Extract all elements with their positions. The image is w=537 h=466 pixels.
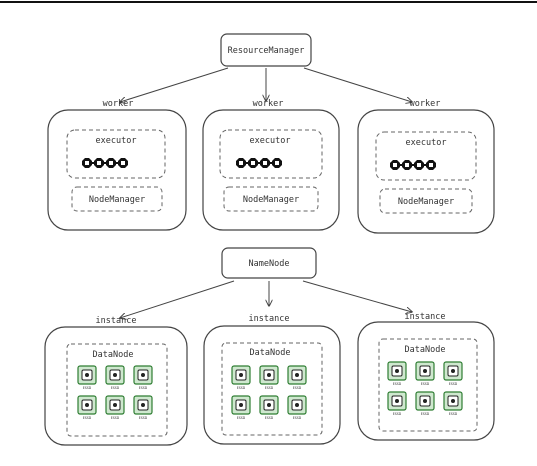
worker-label: worker (253, 99, 284, 109)
arrow-nn-instance-1 (120, 280, 235, 318)
essd-disk-icon: ESSD (105, 395, 125, 420)
resource-manager-label: ResourceManager (228, 46, 305, 56)
essd-disk-icon: ESSD (415, 361, 435, 386)
task-chip-hole (393, 163, 397, 167)
essd-label: ESSD (265, 416, 274, 420)
executor-tasks (236, 158, 282, 168)
essd-disk-icon: ESSD (387, 361, 407, 386)
essd-disk-icon: ESSD (259, 395, 279, 420)
task-chip-hole (85, 161, 89, 165)
essd-label: ESSD (83, 386, 92, 390)
node-manager-label: NodeManager (89, 195, 145, 205)
worker-1: worker executor NodeManager (47, 99, 187, 231)
task-chip-hole (97, 161, 101, 165)
data-node-box (378, 338, 478, 432)
essd-label: ESSD (237, 416, 246, 420)
task-chip-hole (275, 161, 279, 165)
essd-label: ESSD (293, 416, 302, 420)
node-manager-label: NodeManager (398, 197, 454, 207)
worker-3: worker executor NodeManager (357, 99, 495, 234)
essd-disk-icon: ESSD (77, 365, 97, 390)
essd-label: ESSD (393, 382, 402, 386)
essd-label: ESSD (421, 412, 430, 416)
arrow-rm-worker-1 (120, 67, 229, 102)
arrow-nn-instance-3 (302, 280, 412, 312)
data-node-label: DataNode (250, 348, 291, 358)
essd-label: ESSD (237, 386, 246, 390)
essd-label: ESSD (139, 416, 148, 420)
essd-label: ESSD (449, 382, 458, 386)
resource-manager-node: ResourceManager (220, 33, 312, 67)
data-node-box (221, 342, 323, 436)
essd-label: ESSD (111, 416, 120, 420)
disk-grid: ESSD ESSD ESSD ESSD ESSD ESSD (77, 365, 153, 420)
name-node: NameNode (221, 247, 317, 279)
essd-disk-icon: ESSD (105, 365, 125, 390)
essd-disk-icon: ESSD (77, 395, 97, 420)
worker-label: worker (410, 99, 441, 109)
essd-label: ESSD (139, 386, 148, 390)
worker-label: worker (103, 99, 134, 109)
essd-disk-icon: ESSD (415, 391, 435, 416)
executor-label: executor (406, 138, 447, 148)
task-chip-hole (109, 161, 113, 165)
node-manager-label: NodeManager (243, 195, 299, 205)
essd-label: ESSD (449, 412, 458, 416)
executor-label: executor (250, 136, 291, 146)
task-chip-hole (417, 163, 421, 167)
executor-label: executor (96, 136, 137, 146)
instance-label: instance (96, 316, 137, 326)
name-node-label: NameNode (249, 259, 290, 269)
essd-disk-icon: ESSD (133, 395, 153, 420)
essd-disk-icon: ESSD (443, 361, 463, 386)
essd-label: ESSD (111, 386, 120, 390)
data-node-label: DataNode (405, 345, 446, 355)
node-manager-box (223, 186, 319, 212)
node-manager-box (71, 186, 163, 212)
disk-grid: ESSD ESSD ESSD ESSD ESSD ESSD (387, 361, 463, 416)
essd-label: ESSD (83, 416, 92, 420)
data-node-label: DataNode (93, 350, 134, 360)
essd-label: ESSD (293, 386, 302, 390)
task-chip-hole (251, 161, 255, 165)
task-chip-hole (239, 161, 243, 165)
instance-label: instance (249, 314, 290, 324)
essd-disk-icon: ESSD (287, 365, 307, 390)
arrow-rm-worker-3 (303, 67, 412, 102)
instance-label: instance (405, 312, 446, 322)
task-chip-hole (263, 161, 267, 165)
data-node-box (66, 343, 168, 437)
executor-tasks (82, 158, 128, 168)
task-chip-hole (429, 163, 433, 167)
worker-2: worker executor NodeManager (202, 99, 340, 231)
task-chip-hole (121, 161, 125, 165)
essd-disk-icon: ESSD (231, 365, 251, 390)
essd-label: ESSD (421, 382, 430, 386)
disk-grid: ESSD ESSD ESSD ESSD ESSD ESSD (231, 365, 307, 420)
essd-disk-icon: ESSD (387, 391, 407, 416)
essd-label: ESSD (393, 412, 402, 416)
executor-tasks (390, 160, 436, 170)
executor-box (219, 129, 323, 179)
essd-disk-icon: ESSD (231, 395, 251, 420)
essd-disk-icon: ESSD (287, 395, 307, 420)
executor-box (375, 131, 477, 181)
essd-label: ESSD (265, 386, 274, 390)
essd-disk-icon: ESSD (259, 365, 279, 390)
task-chip-hole (405, 163, 409, 167)
essd-disk-icon: ESSD (443, 391, 463, 416)
essd-disk-icon: ESSD (133, 365, 153, 390)
